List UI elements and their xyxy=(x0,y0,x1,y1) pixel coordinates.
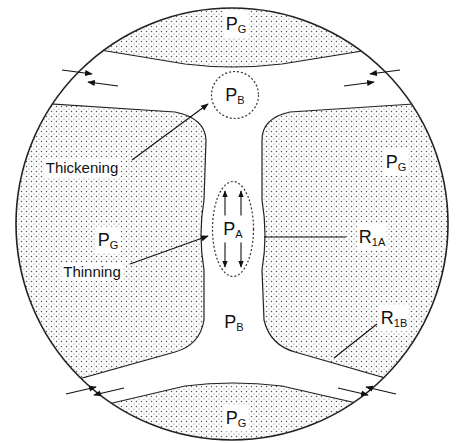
shear-arrow xyxy=(94,388,124,395)
shear-arrow xyxy=(366,387,396,394)
shear-arrow xyxy=(338,388,368,395)
shear-arrow xyxy=(370,70,400,74)
dotted-circle: PB xyxy=(210,70,260,120)
zone-label: PG xyxy=(224,405,249,432)
fracture-line xyxy=(264,236,346,237)
zone-label: PB xyxy=(222,309,245,336)
zone-label: R1B xyxy=(379,305,409,332)
shear-arrow xyxy=(66,387,96,394)
extension-arrow xyxy=(240,191,241,216)
shear-arrow xyxy=(344,82,374,86)
zone-label: PG xyxy=(224,11,249,38)
zone-label: PG xyxy=(384,149,409,176)
shear-arrow xyxy=(62,70,92,74)
extension-arrow xyxy=(224,242,225,267)
leader-arrow xyxy=(132,104,208,160)
extension-arrow xyxy=(240,242,241,267)
shear-arrow xyxy=(88,82,118,86)
annotation-label: Thinning xyxy=(61,263,123,281)
stippled-region xyxy=(262,100,462,404)
dotted-ellipse: PA xyxy=(211,180,255,278)
stippled-region xyxy=(40,383,430,443)
zone-label: PG xyxy=(96,227,121,254)
stippled-region xyxy=(40,0,430,67)
outline xyxy=(213,182,254,277)
zone-label: PB xyxy=(224,82,245,109)
zone-label: R1A xyxy=(357,224,387,251)
outer-circle xyxy=(16,8,448,440)
extension-arrow xyxy=(224,191,225,216)
outline xyxy=(212,72,259,119)
annotation-label: Thickening xyxy=(44,159,121,177)
zone-label: PA xyxy=(222,216,243,243)
leader-arrow xyxy=(130,236,208,264)
leader-line xyxy=(334,324,377,358)
